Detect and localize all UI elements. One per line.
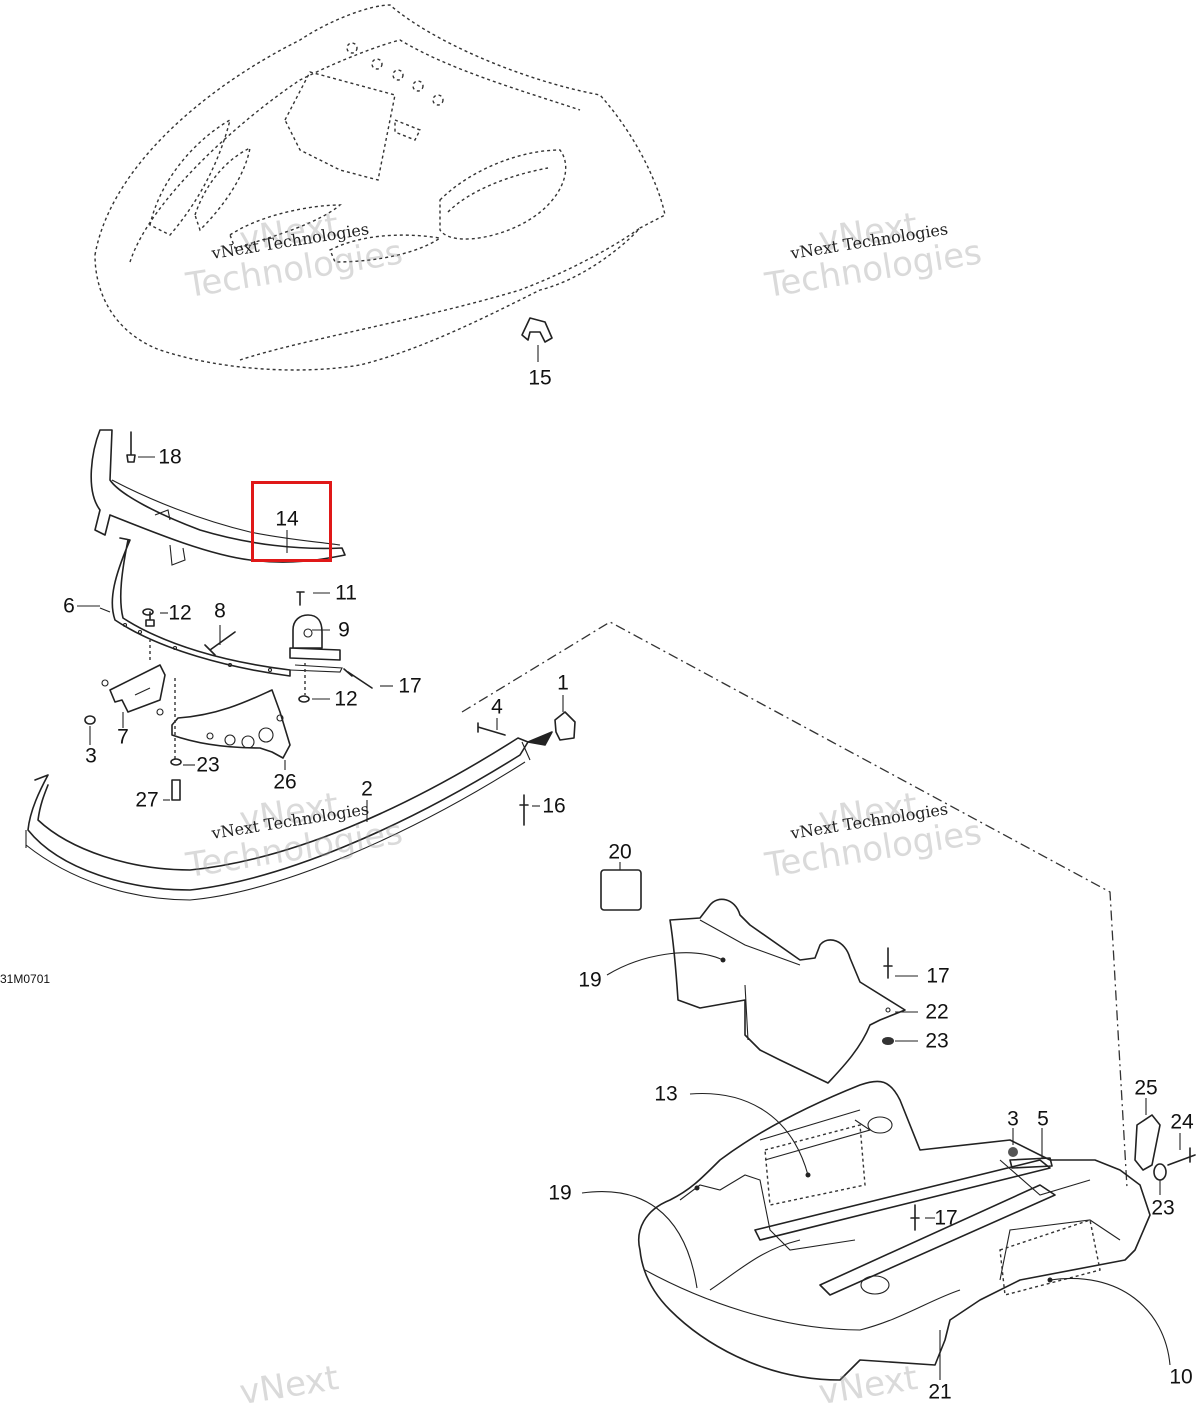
parts-1-4-16 (477, 711, 576, 826)
callout-17[interactable]: 17 (926, 964, 950, 988)
callout-26[interactable]: 26 (273, 770, 297, 794)
callout-3[interactable]: 3 (1007, 1107, 1019, 1131)
callout-12[interactable]: 12 (334, 687, 358, 711)
part-18-fastener (126, 431, 155, 463)
callout-8[interactable]: 8 (214, 599, 226, 623)
callout-19[interactable]: 19 (548, 1181, 572, 1205)
part-2-bumper (25, 737, 531, 901)
hardware-cluster (142, 591, 373, 703)
callout-21[interactable]: 21 (928, 1380, 952, 1404)
callout-12[interactable]: 12 (168, 601, 192, 625)
part-20-decal (600, 869, 642, 911)
callout-23[interactable]: 23 (196, 753, 220, 777)
callout-4[interactable]: 4 (491, 695, 503, 719)
callout-11[interactable]: 11 (335, 581, 357, 605)
part-15-clip (521, 317, 553, 362)
callout-20[interactable]: 20 (608, 840, 632, 864)
callout-17[interactable]: 17 (398, 674, 422, 698)
callout-27[interactable]: 27 (135, 788, 159, 812)
callout-7[interactable]: 7 (117, 725, 129, 749)
callout-16[interactable]: 16 (542, 794, 566, 818)
part-19-upper (669, 898, 906, 1084)
part-6-bar (99, 537, 343, 677)
callout-17[interactable]: 17 (934, 1206, 958, 1230)
part-21-tub (638, 1080, 1151, 1381)
part-7-bracket (84, 640, 166, 725)
callout-1[interactable]: 1 (557, 671, 569, 695)
callout-3[interactable]: 3 (85, 744, 97, 768)
callout-15[interactable]: 15 (528, 366, 552, 390)
highlight-box (251, 481, 332, 562)
callout-23[interactable]: 23 (925, 1029, 949, 1053)
callout-9[interactable]: 9 (338, 618, 350, 642)
callout-24[interactable]: 24 (1170, 1110, 1194, 1134)
callout-18[interactable]: 18 (158, 445, 182, 469)
callout-25[interactable]: 25 (1134, 1076, 1158, 1100)
callout-19[interactable]: 19 (578, 968, 602, 992)
callout-13[interactable]: 13 (654, 1082, 678, 1106)
hood-outline (94, 4, 666, 371)
callout-2[interactable]: 2 (361, 777, 373, 801)
callout-23[interactable]: 23 (1151, 1196, 1175, 1220)
reference-line (461, 621, 1128, 1189)
diagram-code: 31M0701 (0, 972, 51, 986)
callout-14[interactable]: 14 (275, 507, 299, 531)
callout-22[interactable]: 22 (925, 1000, 949, 1024)
callout-10[interactable]: 10 (1169, 1365, 1193, 1389)
callout-5[interactable]: 5 (1037, 1107, 1049, 1131)
part-26-bracket (170, 678, 291, 801)
hardware-right (882, 947, 894, 1045)
leader-lines (77, 592, 1181, 1380)
callout-6[interactable]: 6 (63, 594, 75, 618)
